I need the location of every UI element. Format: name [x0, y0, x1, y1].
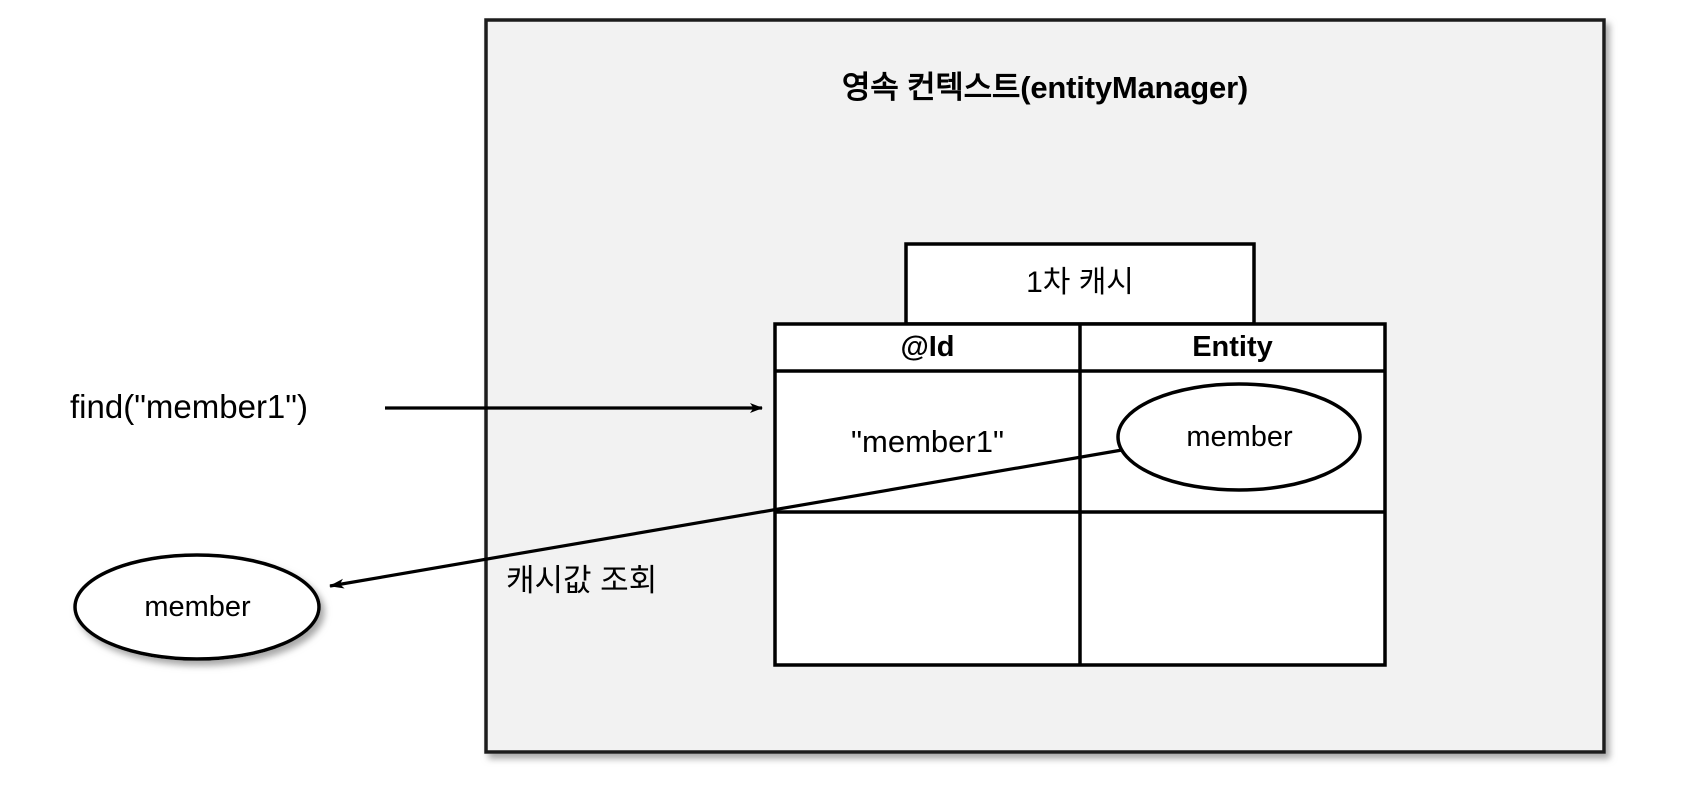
returned-entity-label: member — [144, 591, 251, 623]
table-row-id-value: "member1" — [851, 424, 1004, 459]
cache-table — [773, 322, 1387, 667]
table-header-entity: Entity — [1192, 331, 1273, 363]
page-title: 영속 컨텍스트(entityManager) — [841, 70, 1249, 105]
first-level-cache-label: 1차 캐시 — [1026, 266, 1134, 299]
table-header-id: @Id — [900, 331, 955, 363]
cached-entity-label: member — [1186, 421, 1293, 453]
first-level-cache-box — [904, 242, 1256, 326]
find-call-label: find("member1") — [70, 388, 308, 425]
cache-lookup-arrow — [329, 448, 1123, 589]
cached-entity-ellipse — [1116, 382, 1362, 492]
cache-lookup-label: 캐시값 조회 — [506, 563, 658, 598]
returned-entity-ellipse — [73, 553, 321, 661]
